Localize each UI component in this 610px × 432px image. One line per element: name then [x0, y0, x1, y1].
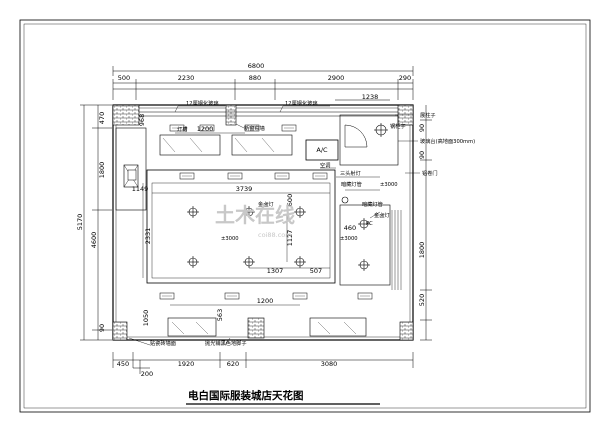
- dim-563: 563: [216, 309, 224, 321]
- door-swing: [344, 124, 368, 148]
- label-bottom-left: 贴瓷砖墙面: [150, 339, 176, 347]
- dim-bottom-200: 200: [141, 370, 153, 378]
- dim-bottom-1920: 1920: [178, 360, 195, 368]
- dim-1200-top: 1200: [197, 125, 214, 133]
- dim-507: 507: [310, 267, 322, 275]
- dim-top-inner: 1238: [362, 93, 379, 101]
- label-glass-b: 12厘钢化玻璃: [285, 99, 318, 107]
- label-recessed-tube-2: 暗藏灯管: [362, 200, 383, 208]
- label-cabinet: 钢柜子: [390, 122, 406, 130]
- wall-block-bottom-right: [399, 321, 414, 341]
- storage-room: [339, 114, 399, 166]
- dim-top-seg-2: 2230: [178, 74, 195, 82]
- dim-1200-bottom: 1200: [257, 297, 274, 305]
- wall-block-bottom-mid: [247, 317, 265, 339]
- dim-1307: 1307: [267, 267, 284, 275]
- paper-frame-inner: [23, 23, 587, 409]
- dim-right-90a: 90: [418, 124, 426, 132]
- left-cabinet: [115, 127, 147, 211]
- dim-top-seg-3: 880: [249, 74, 261, 82]
- dim-2331: 2331: [144, 228, 152, 245]
- dim-top-total: 6800: [248, 62, 265, 70]
- dim-bottom-620: 620: [227, 360, 239, 368]
- label-h3000-a: ±3000: [380, 182, 398, 188]
- label-pc: PC: [366, 221, 373, 227]
- dimension-top: [112, 66, 414, 101]
- right-ceiling-area: [339, 204, 391, 286]
- top-cabinet-1: [159, 134, 221, 156]
- dim-right-1800: 1800: [418, 242, 426, 259]
- dim-left-4600: 4600: [90, 232, 98, 249]
- dim-3739: 3739: [236, 185, 253, 193]
- dimension-right: [420, 105, 432, 341]
- label-bottom-mid: 抛光铺黑色地脚子: [205, 339, 247, 347]
- dim-top-seg-4: 2900: [328, 74, 345, 82]
- dim-left-470: 470: [98, 112, 106, 124]
- dim-1127: 1127: [286, 230, 294, 247]
- label-triple-spot: 三头射灯: [340, 169, 361, 177]
- label-glass-a: 12厘钢化玻璃: [186, 99, 219, 107]
- dim-left-total: 5170: [76, 214, 84, 231]
- dim-bottom-3080: 3080: [321, 360, 338, 368]
- watermark-sub: coi88.com: [258, 231, 292, 239]
- dim-600: 600: [286, 194, 294, 206]
- ceiling-panel-outer: [146, 169, 336, 284]
- label-shutter-door: 铝卷门: [422, 169, 438, 177]
- dim-968: 968: [138, 114, 146, 126]
- label-spot-1: 金卤灯: [258, 200, 274, 208]
- label-light-trough: 灯槽: [177, 125, 187, 133]
- dim-bottom-450: 450: [117, 360, 129, 368]
- wall-block-bottom-left: [112, 321, 128, 341]
- wall-block-top-left: [112, 104, 140, 126]
- dim-1050: 1050: [142, 310, 150, 327]
- dim-top-seg-5: 290: [399, 74, 411, 82]
- ac-label: A/C: [316, 146, 328, 154]
- dim-right-90b: 90: [418, 151, 426, 159]
- bottom-cabinet-2: [309, 317, 367, 337]
- label-curtain: 新窗帘墙: [244, 124, 265, 132]
- dim-1149: 1149: [132, 185, 149, 193]
- dim-right-520: 520: [418, 294, 426, 306]
- drawing-title: 电白国际服装城店天花图: [188, 389, 304, 402]
- dim-left-90: 90: [98, 324, 106, 332]
- paper-frame: [19, 19, 591, 413]
- label-h3000-c: ±3000: [340, 236, 358, 242]
- dim-top-seg-1: 500: [118, 74, 130, 82]
- dim-left-1800: 1800: [98, 162, 106, 179]
- ac-unit: [305, 139, 339, 161]
- downlights: [187, 123, 388, 271]
- dim-460: 460: [344, 224, 356, 232]
- label-h3000-b: ±3000: [221, 236, 239, 242]
- bottom-cabinet-1: [167, 317, 217, 337]
- watermark: 土木在线: [215, 203, 295, 227]
- label-signboard: 玻璃台(高地面300mm): [420, 137, 475, 145]
- dimension-left: [80, 104, 112, 341]
- label-recessed-tube-1: 暗藏灯管: [341, 180, 362, 188]
- dimension-bottom: [112, 352, 414, 374]
- label-spot-2: 金卤灯: [374, 211, 390, 219]
- wall-block-top-mid: [225, 104, 237, 126]
- label-ac-text: 空调: [320, 161, 330, 169]
- left-cabinet-box: [123, 164, 139, 188]
- top-cabinet-2: [231, 134, 293, 156]
- ceiling-panel-inner: [151, 182, 331, 279]
- label-holder: 展柱子: [420, 111, 436, 119]
